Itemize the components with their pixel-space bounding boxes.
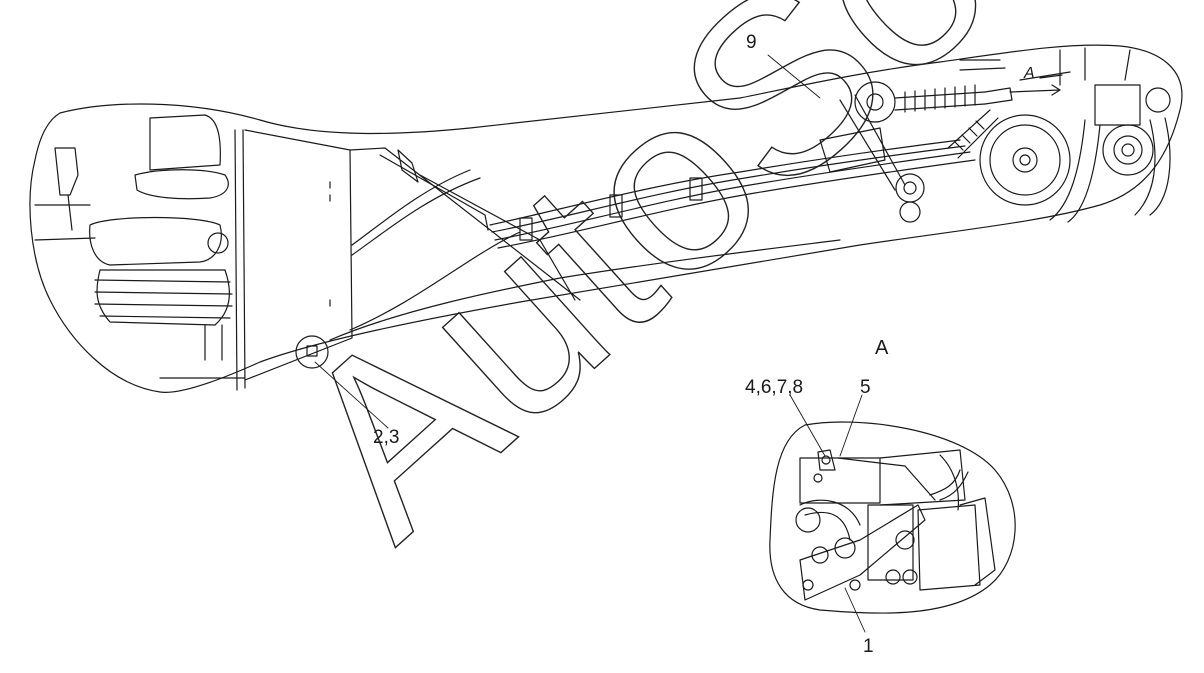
operator-seat (34, 114, 246, 391)
detail-view-outline (769, 421, 1016, 614)
main-view-outline (29, 44, 1183, 393)
callout-1: 1 (863, 636, 874, 657)
leader-lines (314, 54, 866, 633)
leader-5 (839, 394, 863, 457)
detail-view-components (795, 449, 996, 601)
callout-9: 9 (746, 32, 757, 53)
detail-view-label: A (875, 337, 889, 359)
view-arrow (1009, 84, 1061, 96)
leader-2-3 (314, 361, 389, 429)
leader-1 (844, 587, 866, 633)
callout-5: 5 (860, 377, 871, 398)
pulley-assembly (819, 47, 1171, 223)
callout-2-3: 2,3 (373, 427, 400, 448)
view-marker-label: A (1024, 65, 1035, 82)
callout-4-6-7-8: 4,6,7,8 (745, 377, 804, 398)
leader-9 (767, 54, 821, 99)
leader-4-6-7-8 (789, 394, 826, 457)
hose-bundle (349, 139, 976, 331)
